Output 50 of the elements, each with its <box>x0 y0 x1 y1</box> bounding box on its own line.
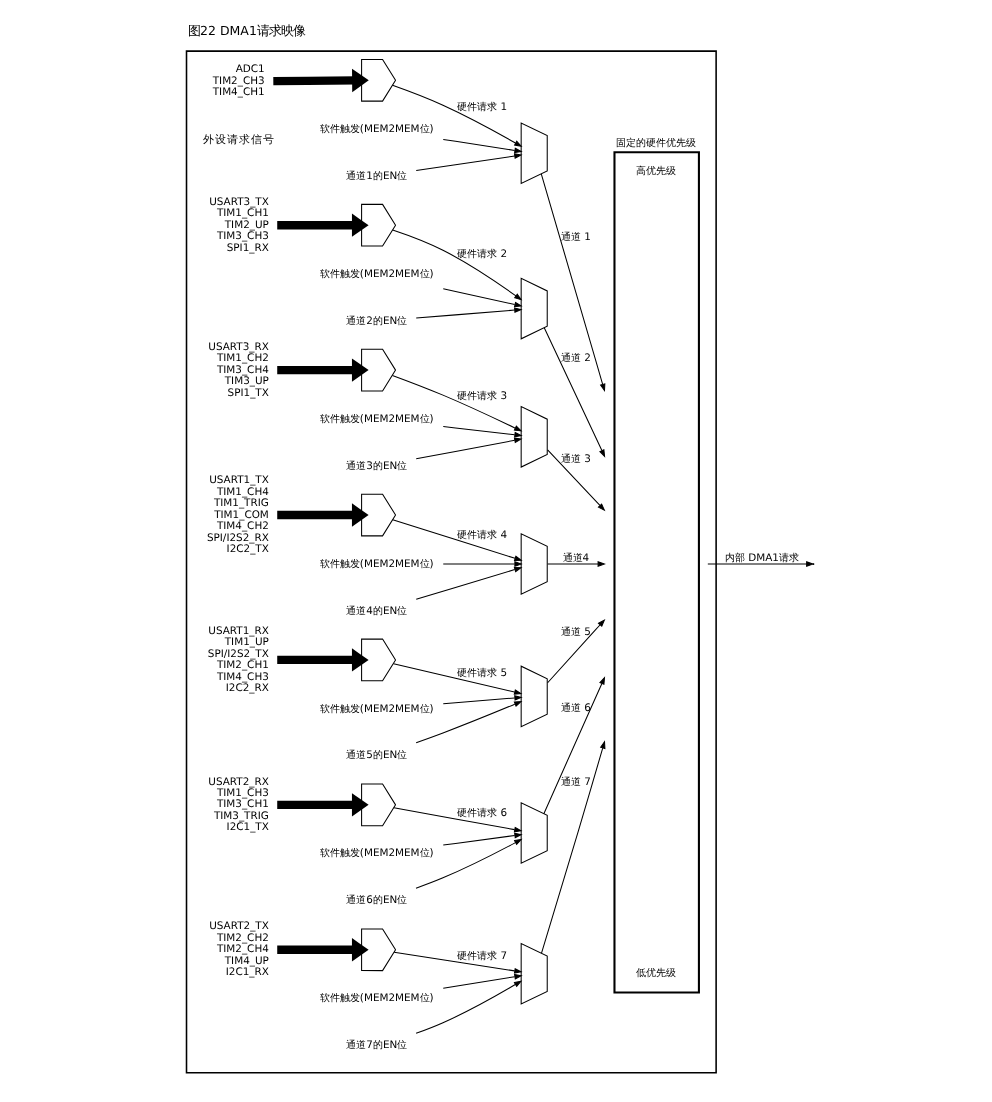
arrow <box>442 973 523 989</box>
arrow <box>393 807 523 833</box>
arrow <box>392 519 523 561</box>
arrow <box>277 793 369 817</box>
arrow <box>277 213 369 237</box>
arrow <box>415 566 523 600</box>
arrow <box>541 740 606 954</box>
arrow <box>442 832 523 846</box>
arrow <box>442 288 523 308</box>
node-gate <box>361 348 397 392</box>
arrow <box>540 173 606 392</box>
arrow <box>543 327 606 458</box>
node-trapezoid <box>520 942 548 1005</box>
arrow <box>277 938 369 962</box>
node-gate <box>361 783 397 827</box>
arrow <box>415 307 523 319</box>
node-trapezoid <box>520 405 548 468</box>
node-trapezoid <box>520 665 548 728</box>
arrow <box>415 980 523 1034</box>
node-trapezoid <box>520 532 548 596</box>
arrow <box>547 618 606 684</box>
cluster <box>185 50 717 1074</box>
node-trapezoid <box>520 277 548 340</box>
arrow <box>415 153 523 172</box>
arrow <box>547 449 606 512</box>
node-trapezoid <box>520 801 548 865</box>
arrow <box>393 663 523 695</box>
arrow <box>273 68 369 93</box>
arrow <box>547 561 606 567</box>
arrow <box>277 358 369 382</box>
arrow <box>392 84 523 148</box>
arrow <box>392 229 523 301</box>
arrow <box>277 503 369 527</box>
node-gate <box>361 638 397 682</box>
arrow <box>442 561 523 567</box>
arrow <box>393 951 523 974</box>
arrow <box>415 700 523 744</box>
arrow <box>415 437 523 460</box>
node-trapezoid <box>520 122 548 185</box>
arrow <box>442 426 523 438</box>
node-gate <box>361 203 397 247</box>
node-gate <box>361 928 397 972</box>
node-gate <box>361 493 397 537</box>
arrow <box>442 695 523 705</box>
arrow <box>277 648 369 672</box>
arrow <box>543 676 606 815</box>
arrow <box>391 374 523 432</box>
arrow <box>442 138 523 154</box>
node-gate <box>361 58 397 102</box>
arrow <box>415 838 523 889</box>
